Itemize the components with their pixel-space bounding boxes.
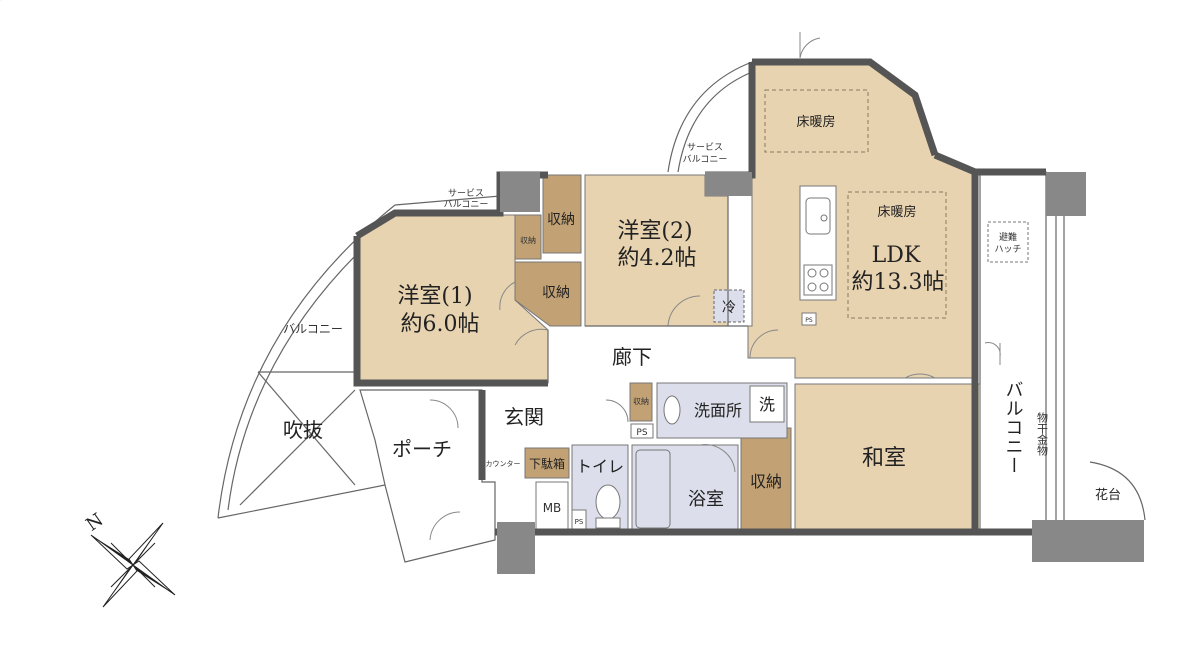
- shoe-box-label: 下駄箱: [529, 456, 565, 471]
- toilet-name: トイレ: [576, 457, 624, 476]
- storage-4-label: 収納: [750, 472, 782, 491]
- stove-icon: [803, 264, 833, 296]
- pillar-4: [1032, 520, 1144, 562]
- western-1-name: 洋室(1): [397, 284, 472, 309]
- room-bath: [631, 444, 739, 534]
- pillar-5: [497, 522, 535, 574]
- drying-hardware-label: 物干金物: [1036, 411, 1049, 456]
- storage-3-label: 収納: [0, 0, 2, 1]
- floor-heating-zone-1: [764, 89, 869, 153]
- evac-hatch: [987, 221, 1029, 263]
- washer-label: 洗: [759, 395, 775, 414]
- ps-label-2: PS: [805, 317, 813, 324]
- service-balcony-2-a: サービス: [687, 142, 723, 153]
- faucet-icon: [820, 214, 828, 222]
- balcony-east-label: バルコニー: [1003, 380, 1024, 475]
- fridge-space: [713, 289, 745, 323]
- balcony-west-label: バルコニー: [283, 322, 343, 336]
- room-japanese: [794, 383, 981, 533]
- atrium-name: 吹抜: [283, 418, 323, 442]
- hallway-name: 廊下: [612, 345, 652, 369]
- western-2-name: 洋室(2): [617, 219, 692, 244]
- sink-icon: [805, 197, 831, 235]
- ldk-name: LDK: [872, 243, 921, 268]
- atrium-cross-1: [257, 371, 356, 486]
- western-1-size: 約6.0帖: [401, 312, 480, 337]
- washer-box: [749, 385, 785, 423]
- floor-heating-zone-2: [847, 191, 947, 319]
- north-label: N: [82, 509, 107, 535]
- toilet-bowl-icon: [595, 484, 621, 520]
- room-ldk: [747, 61, 976, 379]
- fridge-label: 冷: [722, 300, 736, 316]
- floor-heating-label-1: 床暖房: [796, 114, 835, 130]
- evac-hatch-b: ハッチ: [994, 244, 1021, 255]
- porch-name: ポーチ: [392, 437, 452, 461]
- storage-small-2: [629, 382, 653, 422]
- flower-box-label: 花台: [1095, 487, 1121, 503]
- service-balcony-1-b: バルコニー: [444, 199, 489, 210]
- storage-1: [542, 174, 582, 254]
- pillar-3: [1046, 172, 1086, 216]
- washroom-name: 洗面所: [694, 401, 742, 420]
- japanese-name: 和室: [862, 446, 906, 471]
- floor-heating-label-2: 床暖房: [877, 204, 916, 220]
- porch-area: [359, 389, 496, 563]
- east-balcony: [979, 171, 1146, 533]
- door-swings: [429, 281, 936, 541]
- evac-hatch-a: 避難: [999, 231, 1017, 243]
- western-2-size: 約4.2帖: [618, 246, 697, 271]
- storage-small-2-label: 収納: [633, 396, 649, 406]
- walls: [353, 58, 1046, 536]
- mb-label: MB: [543, 501, 562, 515]
- ps-box-2: [801, 312, 817, 326]
- service-balcony-2-b: バルコニー: [683, 154, 728, 165]
- storage-2-label: 収納: [542, 285, 570, 301]
- ps-label-3: PS: [575, 518, 584, 526]
- toilet-tank-icon: [595, 517, 621, 529]
- storage-small-1: [514, 214, 542, 260]
- washbasin-icon: [663, 395, 681, 425]
- shoe-box: [524, 447, 570, 479]
- ps-label-1: PS: [636, 428, 647, 438]
- atrium-cross-2: [239, 389, 356, 506]
- bath-name: 浴室: [688, 489, 724, 510]
- pillar-1: [500, 172, 540, 212]
- service-balcony-1-a: サービス: [448, 188, 484, 199]
- storage-2: [514, 261, 582, 327]
- counter-label: カウンター: [486, 459, 521, 468]
- mb-box: [535, 481, 569, 531]
- bathtub-icon: [635, 449, 671, 529]
- entrance-name: 玄関: [504, 405, 544, 429]
- north-arrow-icon: [90, 522, 176, 608]
- north-service-balcony: [667, 32, 821, 173]
- storage-1-label: 収納: [547, 212, 575, 228]
- pillar-2: [705, 172, 752, 196]
- ps-box-1: [630, 423, 654, 439]
- ldk-size: 約13.3帖: [852, 270, 945, 295]
- storage-small-1-label: 収納: [520, 235, 536, 245]
